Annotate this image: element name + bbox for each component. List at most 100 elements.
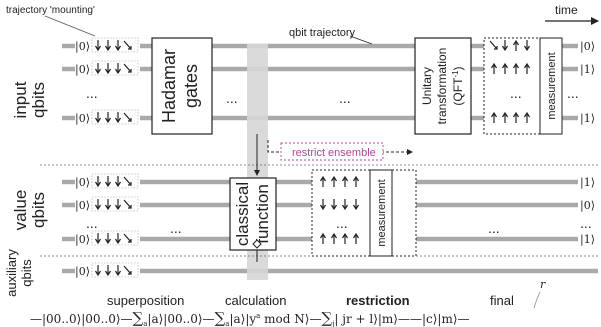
mounting-arrow-icon <box>94 233 102 245</box>
classical-label-1: classical <box>233 182 252 246</box>
top-measurement-label: measurement <box>546 52 558 119</box>
stage-restriction: restriction <box>346 293 410 308</box>
qbit-lines <box>62 43 598 274</box>
r-pointer <box>533 291 541 309</box>
mounting-arrow-icon <box>123 199 132 209</box>
measurement-arrow-icon <box>523 40 531 52</box>
formula-sum-3: ∑ <box>321 309 332 327</box>
formula-sum-1: ∑ <box>133 309 144 327</box>
dots-value-rows: ... <box>86 215 98 231</box>
out-ket-value-2: |0⟩ <box>580 199 595 213</box>
measurement-arrow-icon <box>490 111 498 123</box>
measurement-arrow-icon <box>352 175 360 187</box>
restrict-ensemble-label: restrict ensemble <box>292 147 376 159</box>
time-label: time <box>555 3 578 17</box>
init-ket-value-3: |0⟩ <box>75 233 90 247</box>
input-label: input <box>11 81 30 118</box>
measurement-arrow-icon <box>490 62 498 74</box>
auxiliary-qbits-label: qbits <box>19 259 34 287</box>
initial-kets: |0⟩ |0⟩ |0⟩ |0⟩ |0⟩ |0⟩ |0⟩ <box>75 40 90 279</box>
hadamard-label-1: Hadamar <box>159 49 179 123</box>
qbit-trajectory-label: qbit trajectory <box>289 27 356 39</box>
top-measurement-box <box>539 37 563 135</box>
measurement-arrow-icon <box>512 62 520 74</box>
init-ket-input-1: |0⟩ <box>75 40 90 54</box>
dots-value-left: ... <box>170 220 182 236</box>
mounting-arrow-icon <box>94 112 102 124</box>
dots-after-hadamard: ... <box>226 90 238 106</box>
mounting-arrow-icon <box>94 63 102 75</box>
formula-final: |c⟩|m⟩— <box>422 312 470 326</box>
mounting-arrow-icon <box>104 233 112 245</box>
connector-diamond <box>252 239 262 249</box>
mounting-arrow-icon <box>123 40 132 50</box>
dots-input-meas: ... <box>510 85 522 101</box>
mounting-arrow-icon <box>123 63 132 73</box>
value-qbits-label: qbits <box>29 192 48 228</box>
measurement-arrow-icon <box>330 199 338 211</box>
measurement-arrow-icon <box>523 62 531 74</box>
measurement-arrows <box>319 39 531 244</box>
auxiliary-label: auxiliary <box>4 249 19 297</box>
measurement-arrow-icon <box>501 40 509 52</box>
stage-calculation: calculation <box>225 293 286 308</box>
stage-final: final <box>490 293 514 308</box>
mounting-arrow-icon <box>104 63 112 75</box>
measurement-arrow-icon <box>341 175 349 187</box>
dots-value-kets: ... <box>580 215 592 231</box>
mounting-pointer <box>44 15 96 37</box>
unitary-label-2: transformation <box>435 48 449 125</box>
state-formula: —|00..0⟩|00..0⟩—∑a|a⟩|00..0⟩—∑a|a⟩|ya mo… <box>30 309 470 327</box>
measurement-arrow-icon <box>352 232 360 244</box>
measurement-arrow-icon <box>489 40 498 50</box>
measurement-arrow-icon <box>330 232 338 244</box>
ellipsis-marks: ... ... ... ... ... ... ... ... ... ... <box>86 85 592 236</box>
mounting-arrow-icon <box>123 112 132 122</box>
out-ket-value-1: |1⟩ <box>580 176 595 190</box>
formula-superposed: |a⟩|00..0⟩— <box>147 312 214 326</box>
mounting-arrow-icon <box>104 40 112 52</box>
init-ket-value-2: |0⟩ <box>75 199 90 213</box>
mounting-arrow-icon <box>104 265 112 277</box>
mounting-arrows <box>91 37 139 278</box>
init-ket-value-1: |0⟩ <box>75 176 90 190</box>
measurement-arrow-icon <box>512 39 520 51</box>
formula-sum-2: ∑ <box>215 309 226 327</box>
mid-measurement-frame <box>311 169 417 257</box>
stage-superposition: superposition <box>107 293 184 308</box>
mounting-arrow-icon <box>114 199 122 211</box>
measurement-arrow-icon <box>319 175 327 187</box>
mid-measurement-box <box>369 169 393 257</box>
init-ket-input-2: |0⟩ <box>75 63 90 77</box>
qbit-trajectory-pointer <box>349 35 373 45</box>
unitary-label-1: Unitary <box>420 67 434 105</box>
out-ket-input-2: |1⟩ <box>580 63 595 77</box>
dots-value-meas: ... <box>336 215 348 231</box>
mounting-arrow-icon <box>123 265 132 275</box>
measurement-arrow-icon <box>501 62 509 74</box>
trajectory-mounting-label: trajectory 'mounting' <box>6 5 95 16</box>
measurement-arrow-icon <box>319 232 327 244</box>
measurement-arrow-icon <box>330 175 338 187</box>
init-ket-input-3: |0⟩ <box>75 112 90 126</box>
mounting-arrow-icon <box>104 176 112 188</box>
value-label: value <box>11 190 30 231</box>
mounting-arrow-icon <box>123 233 132 243</box>
mounting-arrow-icon <box>94 199 102 211</box>
measurement-arrow-icon <box>341 232 349 244</box>
mounting-arrow-icon <box>114 265 122 277</box>
r-label: r <box>540 278 546 291</box>
measurement-arrow-icon <box>501 111 509 123</box>
formula-initial: —|00..0⟩|00..0⟩— <box>30 312 133 326</box>
output-kets: |0⟩ |1⟩ |1⟩ |1⟩ |0⟩ |1⟩ <box>580 40 595 247</box>
formula-calculated: |a⟩|y <box>229 312 256 326</box>
mounting-arrow-icon <box>114 176 122 188</box>
mounting-arrow-icon <box>94 40 102 52</box>
measurement-arrow-icon <box>523 111 531 123</box>
mounting-arrow-icon <box>104 199 112 211</box>
out-ket-input-3: |1⟩ <box>580 112 595 126</box>
restrict-ensemble-box <box>280 142 384 161</box>
mid-measurement-label: measurement <box>376 179 388 246</box>
mounting-arrow-icon <box>94 265 102 277</box>
dots-input-right: ... <box>567 85 579 101</box>
